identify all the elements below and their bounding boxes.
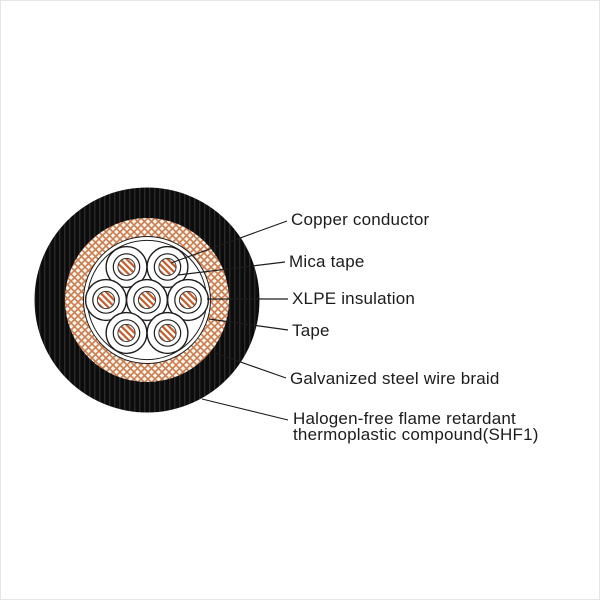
label-outer-sheath-line2: thermoplastic compound(SHF1) bbox=[293, 425, 539, 444]
label-steel-wire-braid: Galvanized steel wire braid bbox=[290, 369, 500, 388]
label-mica-tape: Mica tape bbox=[289, 252, 365, 271]
leader-lines bbox=[170, 220, 289, 421]
label-tape: Tape bbox=[292, 321, 330, 340]
label-outer-sheath: Halogen-free flame retardant thermoplast… bbox=[293, 409, 539, 444]
core bbox=[146, 311, 189, 355]
leader-line-braid bbox=[214, 352, 287, 379]
leader-line-outer-sheath bbox=[201, 398, 289, 421]
leader-line-copper-conductor bbox=[170, 220, 288, 264]
leader-line-tape bbox=[208, 318, 289, 331]
label-xlpe-insulation: XLPE insulation bbox=[292, 289, 416, 308]
label-outer-sheath-line1: Halogen-free flame retardant bbox=[293, 409, 516, 428]
label-copper-conductor: Copper conductor bbox=[291, 210, 430, 229]
core bbox=[105, 311, 148, 355]
leader-line-mica-tape bbox=[177, 261, 286, 276]
